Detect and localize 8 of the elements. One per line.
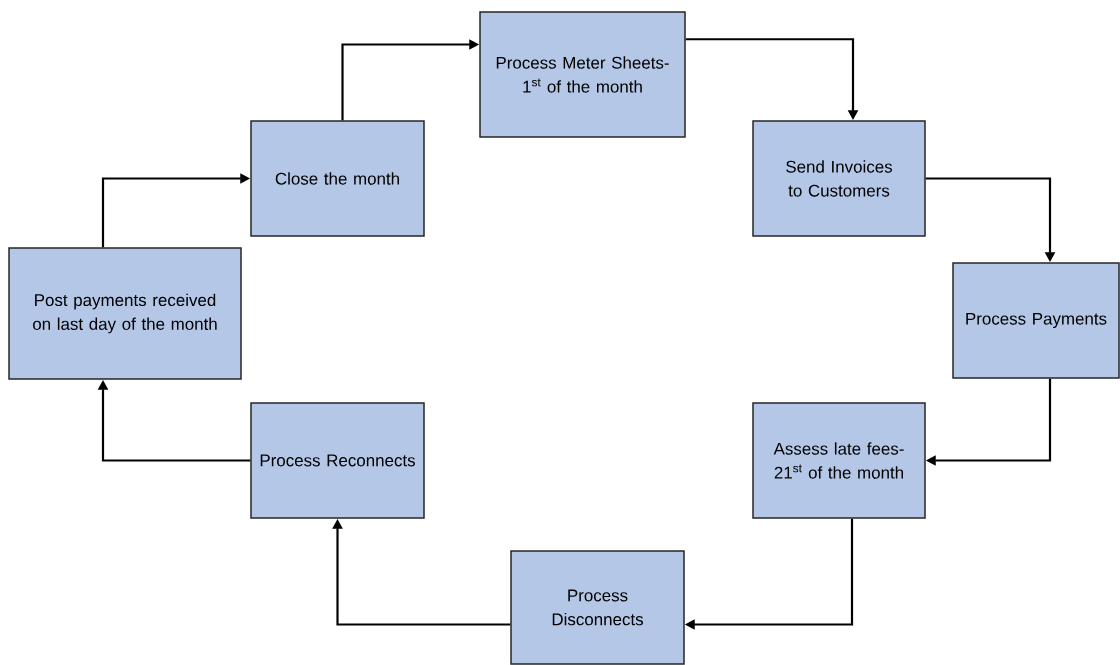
process-box: Process Meter Sheets- 1$^{st}$ of the month [479,11,686,138]
process-box: Send Invoices to Customers [752,120,926,237]
process-box: Process Disconnects [510,550,685,665]
process-box: Post payments received on last day of the month [8,247,242,380]
process-box: Process Payments [952,262,1120,379]
process-box: Assess late fees- 21$^{st}$ of the month [752,402,926,519]
process-box: Close the month [250,120,425,237]
process-box: Process Reconnects [250,402,425,519]
